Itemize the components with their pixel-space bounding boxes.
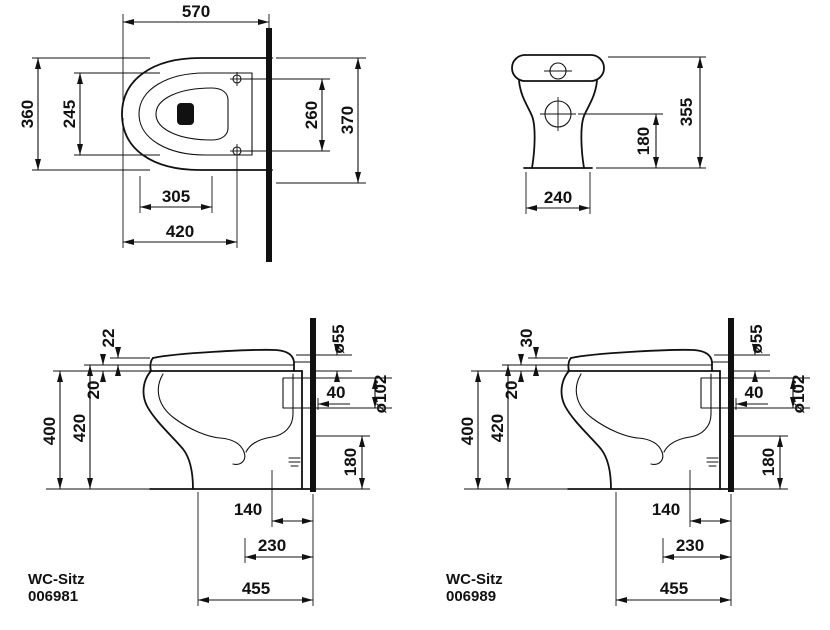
dim-355: 355 — [596, 56, 706, 169]
dim-55-label-left: ø55 — [329, 324, 348, 353]
flush-opening — [177, 103, 194, 125]
product-label-right-line1: WC-Sitz — [446, 571, 503, 588]
dim-400-label-right: 400 — [458, 417, 477, 445]
supply-hole — [540, 97, 576, 131]
dim-420-plan-label: 420 — [166, 222, 194, 241]
front-view: 355 180 240 — [511, 54, 706, 214]
dim-420-label-right: 420 — [488, 414, 507, 442]
dim-570: 570 — [122, 2, 270, 106]
wall-section-plan — [266, 28, 272, 262]
dim-455-label-left: 455 — [242, 579, 270, 598]
dim-420-label-left: 420 — [70, 414, 89, 442]
dim-20-label-left: 20 — [84, 381, 103, 400]
product-label-right-line2: 006989 — [446, 588, 496, 605]
dim-180-label-right: 180 — [759, 448, 778, 476]
dim-140-label-left: 140 — [234, 500, 262, 519]
dim-370: 370 — [276, 57, 366, 184]
side-view-left-labels: 22 20 400 420 ø55 ø102 40 180 140 230 45… — [28, 324, 390, 605]
product-label-left-line2: 006981 — [28, 588, 78, 605]
plan-view: 570 360 245 260 370 — [18, 2, 366, 262]
toilet-plan-outline — [121, 57, 273, 171]
dim-570-label: 570 — [182, 2, 210, 21]
dim-370-label: 370 — [338, 106, 357, 134]
dim-240-label: 240 — [544, 188, 572, 207]
dim-360: 360 — [18, 57, 150, 171]
dim-245: 245 — [60, 72, 160, 156]
dim-seat-label-right: 30 — [517, 329, 536, 348]
dim-140-label-right: 140 — [652, 500, 680, 519]
dim-seat-label-left: 22 — [99, 329, 118, 348]
dim-102-label-left: ø102 — [371, 375, 390, 414]
toilet-front-outline — [511, 54, 605, 169]
dim-305-label: 305 — [162, 187, 190, 206]
dim-455-label-right: 455 — [660, 579, 688, 598]
dim-355-label: 355 — [677, 98, 696, 126]
product-label-left-line1: WC-Sitz — [28, 571, 85, 588]
dim-420-plan: 420 — [122, 118, 238, 248]
dim-102-label-right: ø102 — [789, 375, 808, 414]
side-view-right-labels: 30 20 400 420 ø55 ø102 40 180 140 230 45… — [446, 324, 808, 605]
dim-230-label-right: 230 — [676, 536, 704, 555]
dim-40-label-right: 40 — [745, 383, 764, 402]
dim-40-label-left: 40 — [327, 383, 346, 402]
dim-360-label: 360 — [18, 100, 37, 128]
dim-180-front: 180 — [578, 113, 663, 168]
dim-20-label-right: 20 — [502, 381, 521, 400]
dim-230-label-left: 230 — [258, 536, 286, 555]
dim-305: 305 — [139, 176, 213, 213]
dim-400-label-left: 400 — [40, 417, 59, 445]
hinge-hole — [544, 62, 572, 80]
seat-fixing-holes — [230, 72, 244, 158]
dim-180-front-label: 180 — [634, 127, 653, 155]
dim-245-label: 245 — [60, 100, 79, 128]
dim-180-label-left: 180 — [341, 448, 360, 476]
dim-260: 260 — [243, 78, 330, 152]
dim-55-label-right: ø55 — [747, 324, 766, 353]
dim-240: 240 — [525, 172, 591, 214]
dim-260-label: 260 — [302, 101, 321, 129]
